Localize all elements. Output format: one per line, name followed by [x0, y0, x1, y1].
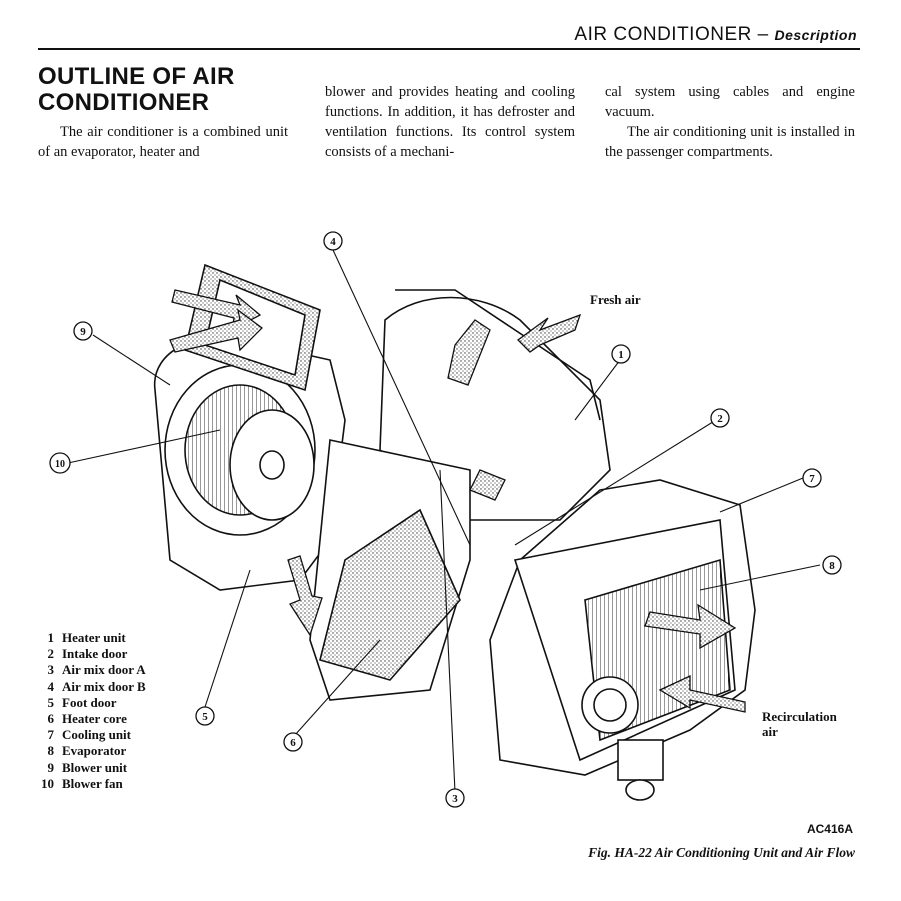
- header-title: AIR CONDITIONER: [574, 24, 752, 45]
- legend-label: Foot door: [62, 694, 117, 710]
- recirculation-label-line-2: air: [762, 724, 778, 739]
- callout-9: 9: [73, 321, 93, 341]
- legend-item: 3 Air mix door A: [30, 662, 146, 678]
- callout-leader-lines: [67, 249, 821, 793]
- callout-circles: 1 2 3 4 5 6 7 8 9 10: [49, 231, 842, 808]
- paragraph: The air conditioning unit is installed i…: [605, 124, 855, 160]
- legend-label: Intake door: [62, 646, 128, 662]
- text-column-1: The air conditioner is a combined unit o…: [38, 122, 288, 162]
- legend-item: 5 Foot door: [30, 695, 146, 711]
- paragraph: The air conditioner is a combined unit o…: [38, 124, 288, 160]
- callout-5: 5: [195, 706, 215, 726]
- legend-item: 2 Intake door: [30, 646, 146, 662]
- fresh-air-label: Fresh air: [590, 292, 641, 307]
- legend-label: Heater unit: [62, 630, 126, 645]
- legend-number: 4: [47, 678, 55, 694]
- legend-label: Air mix door B: [62, 678, 146, 694]
- svg-text:4: 4: [330, 236, 336, 248]
- paragraph: cal system using cables and engine vacuu…: [605, 84, 855, 120]
- legend-label: Cooling unit: [62, 727, 131, 743]
- svg-text:6: 6: [290, 737, 296, 749]
- svg-text:8: 8: [829, 560, 835, 572]
- callout-2: 2: [710, 408, 730, 428]
- header-separator: –: [751, 24, 775, 45]
- text-column-3: cal system using cables and engine vacuu…: [605, 82, 855, 162]
- svg-text:1: 1: [618, 349, 624, 361]
- legend-label: Evaporator: [62, 743, 127, 759]
- section-heading: OUTLINE OF AIR CONDITIONER: [38, 64, 235, 116]
- legend-number: 7: [47, 727, 55, 743]
- legend-number: 9: [47, 759, 55, 775]
- callout-10: 10: [49, 452, 71, 474]
- callout-4: 4: [323, 231, 343, 251]
- text-column-2: blower and provides heating and cooling …: [325, 82, 575, 162]
- legend-item: 9 Blower unit: [30, 760, 146, 776]
- legend-number: 3: [47, 662, 55, 678]
- legend-item: 10 Blower fan: [30, 776, 146, 792]
- figure-code: AC416A: [806, 822, 853, 836]
- callout-8: 8: [822, 555, 842, 575]
- callout-7: 7: [802, 468, 822, 488]
- legend-label: Blower unit: [62, 759, 128, 775]
- legend-item: 1 Heater unit: [30, 630, 146, 646]
- legend-label: Blower fan: [62, 775, 123, 791]
- recirculation-label-line-1: Recirculation: [762, 709, 837, 724]
- heater-unit-drawing: [309, 289, 611, 701]
- legend-item: 7 Cooling unit: [30, 727, 146, 743]
- heading-line-1: OUTLINE OF AIR: [38, 63, 235, 90]
- svg-text:3: 3: [452, 793, 458, 805]
- callout-3: 3: [445, 788, 465, 808]
- legend-number: 1: [47, 630, 55, 645]
- legend-item: 6 Heater core: [30, 711, 146, 727]
- blower-unit-drawing: [154, 263, 346, 591]
- header-rule: [38, 48, 860, 50]
- legend-number: 5: [47, 694, 55, 710]
- paragraph: blower and provides heating and cooling …: [325, 84, 575, 160]
- svg-text:10: 10: [55, 459, 65, 470]
- page-header-title: AIR CONDITIONER – Description: [574, 24, 857, 46]
- legend-number: 10: [41, 775, 54, 791]
- svg-text:9: 9: [80, 326, 86, 338]
- svg-text:5: 5: [202, 711, 208, 723]
- legend-number: 6: [47, 711, 55, 727]
- callout-1: 1: [611, 344, 631, 364]
- recirculation-air-label: Recirculation air: [762, 709, 837, 739]
- header-subtitle: Description: [774, 27, 857, 43]
- svg-text:7: 7: [809, 473, 815, 485]
- figure-caption: Fig. HA-22 Air Conditioning Unit and Air…: [588, 845, 855, 860]
- legend-number: 2: [47, 646, 55, 662]
- legend-label: Air mix door A: [62, 662, 146, 678]
- heading-line-2: CONDITIONER: [38, 89, 210, 116]
- legend-item: 4 Air mix door B: [30, 679, 146, 695]
- legend-item: 8 Evaporator: [30, 743, 146, 759]
- airflow-arrows: [169, 289, 746, 713]
- legend-label: Heater core: [62, 711, 127, 727]
- svg-text:2: 2: [717, 413, 723, 425]
- legend-number: 8: [47, 743, 55, 759]
- callout-6: 6: [283, 732, 303, 752]
